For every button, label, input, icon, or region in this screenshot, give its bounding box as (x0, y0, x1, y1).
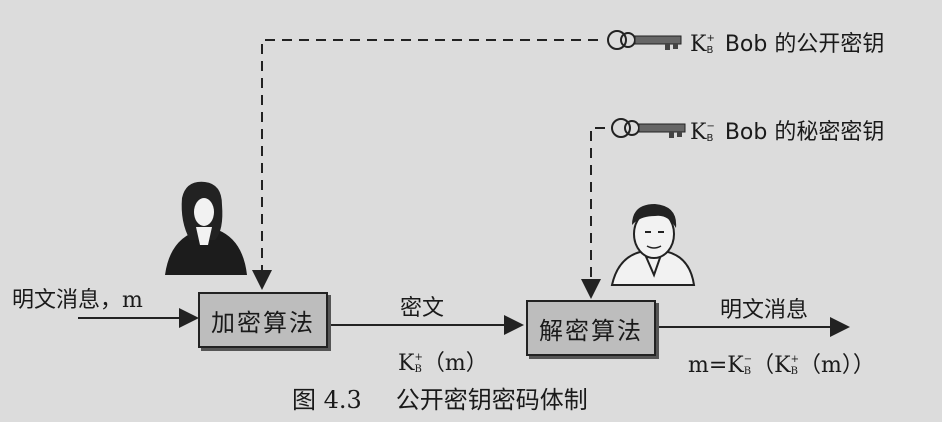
public-key-label: K+B Bob 的公开密钥 (690, 26, 884, 58)
output-sub1: B (743, 366, 752, 377)
private-key-dashed-line (581, 127, 605, 299)
caption-title: 公开密钥密码体制 (395, 386, 588, 414)
ciphertext-sub: B (414, 364, 422, 375)
ciphertext-label: 密文 (400, 296, 445, 321)
encrypt-box: 加密算法 (198, 292, 328, 348)
output-label: 明文消息 (720, 298, 809, 323)
bob-figure-icon (610, 204, 696, 286)
decrypt-box: 解密算法 (526, 300, 656, 356)
caption-number: 图 4.3 (292, 386, 362, 414)
public-key-sup: + (706, 33, 715, 44)
private-key-label: K−B Bob 的秘密密钥 (690, 114, 884, 146)
ciphertext-formula: K+B（m） (398, 345, 488, 377)
input-label: 明文消息，m (12, 288, 143, 313)
output-sub2: B (790, 366, 798, 377)
private-key-icon (611, 118, 686, 138)
output-sup2: + (790, 354, 799, 365)
output-mid: （K (752, 353, 791, 378)
private-key-sub: B (706, 133, 714, 144)
public-key-text: Bob 的公开密钥 (724, 32, 885, 57)
public-key-sub: B (706, 45, 714, 56)
output-sup1: − (743, 354, 753, 365)
figure-caption: 图 4.3 公开密钥密码体制 (292, 380, 588, 415)
private-key-symbol: K (690, 120, 707, 145)
output-formula: m=K−B（K+B（m）） (688, 347, 875, 379)
alice-figure-icon (165, 181, 247, 275)
private-key-sup: − (706, 121, 715, 132)
ciphertext-k: K (398, 351, 415, 376)
output-prefix: m=K (688, 353, 744, 378)
public-key-dashed-line (252, 39, 598, 290)
public-key-icon (607, 30, 682, 50)
private-key-text: Bob 的秘密密钥 (724, 120, 885, 145)
output-rest: （m）） (798, 353, 875, 378)
ciphertext-sup: + (414, 352, 423, 363)
public-key-symbol: K (690, 32, 707, 57)
ciphertext-rest: （m） (422, 351, 488, 376)
